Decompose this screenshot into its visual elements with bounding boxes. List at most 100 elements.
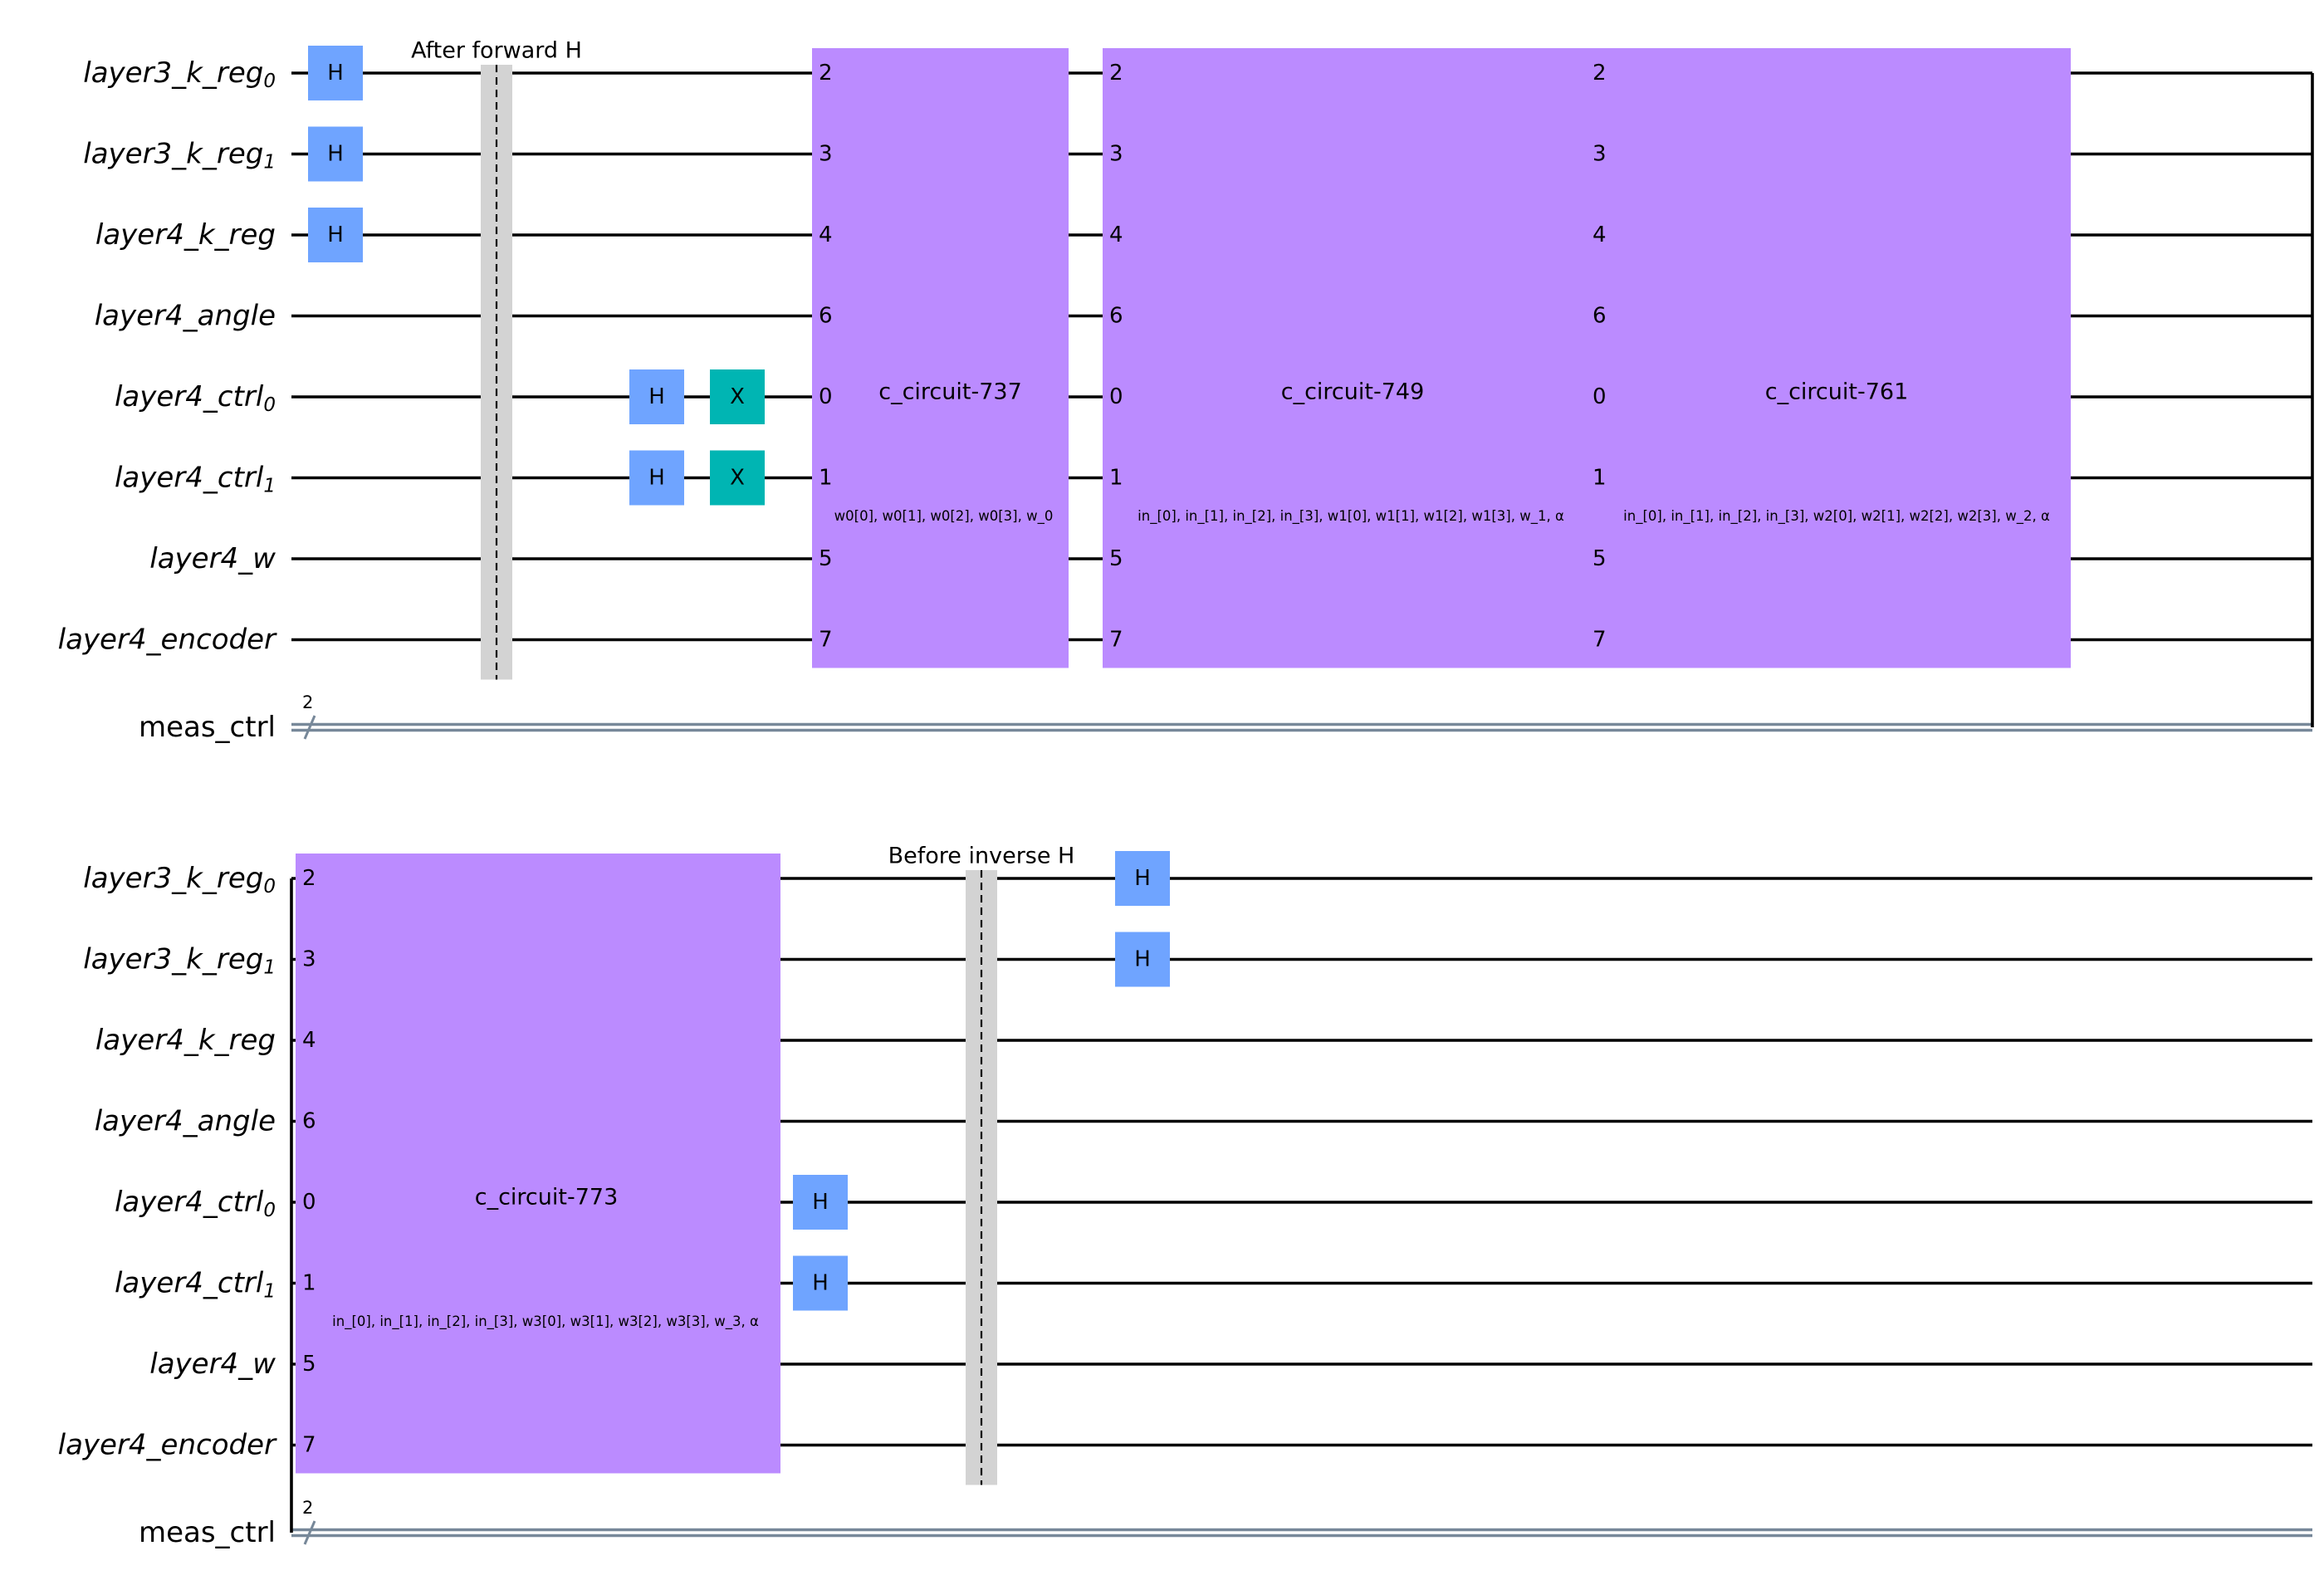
register-label-base: layer4_k_reg [95, 1024, 276, 1057]
pin-label: 7 [1109, 628, 1123, 653]
pin-label: 6 [1593, 304, 1607, 329]
pin-label: 2 [1593, 61, 1607, 86]
gate-body [1115, 851, 1170, 906]
register-label: layer4_ctrl0 [115, 1186, 276, 1221]
gate-label: H [327, 142, 344, 167]
pin-label: 1 [302, 1271, 316, 1296]
register-label-subscript: 1 [263, 1281, 276, 1303]
pin-label: 0 [302, 1190, 316, 1215]
pin-label: 6 [302, 1109, 316, 1134]
custom-gate-params: in_[0], in_[1], in_[2], in_[3], w1[0], w… [1138, 508, 1564, 525]
x-gate: X [710, 450, 765, 506]
gate-label: X [730, 466, 745, 491]
pin-label: 4 [1593, 223, 1607, 247]
bus-slash [303, 715, 316, 740]
custom-gate-name: c_circuit-773 [475, 1185, 619, 1211]
register-label-base: layer3_k_reg [83, 862, 263, 895]
gate-body [308, 126, 363, 182]
pin-label: 1 [1109, 466, 1123, 491]
pin-label: 2 [819, 61, 833, 86]
custom-gate-body [296, 854, 780, 1474]
register-label-subscript: 1 [263, 152, 276, 174]
pin-label: 4 [302, 1028, 316, 1053]
barrier-label: After forward H [411, 38, 582, 64]
pin-label: 5 [302, 1352, 316, 1377]
custom-gate-params: in_[0], in_[1], in_[2], in_[3], w3[0], w… [332, 1313, 759, 1330]
barrier: Before inverse H [888, 844, 1074, 1485]
pin-label: 2 [1109, 61, 1123, 86]
gate-label: H [812, 1190, 829, 1215]
pin-label: 5 [1593, 546, 1607, 571]
custom-gate-box: 2 3 4 6 0 1 5 7 c_circuit-761 in_[0], in_[1], in_… [1580, 48, 2071, 668]
x-gate: X [710, 369, 765, 424]
gate-body [629, 450, 684, 506]
register-label: layer4_k_reg [95, 218, 276, 252]
register-label: layer4_encoder [58, 1429, 277, 1462]
register-label-subscript: 1 [263, 957, 276, 979]
register-label: layer3_k_reg0 [83, 56, 276, 92]
pin-label: 7 [819, 628, 833, 653]
register-label-base: layer4_angle [95, 300, 276, 333]
pin-label: 5 [819, 546, 833, 571]
custom-gate-name: c_circuit-761 [1765, 379, 1909, 405]
gate-body [1115, 932, 1170, 987]
register-label: layer4_ctrl1 [115, 462, 276, 497]
custom-gate-name: c_circuit-749 [1281, 379, 1425, 405]
gate-body [710, 369, 765, 424]
h-gate: H [793, 1175, 848, 1230]
register-label: layer3_k_reg1 [83, 138, 276, 174]
pin-label: 1 [819, 466, 833, 491]
gate-body [793, 1255, 848, 1311]
custom-gate-name: c_circuit-737 [878, 379, 1022, 405]
register-label: layer3_k_reg0 [83, 862, 276, 898]
gate-label: X [730, 384, 745, 409]
register-label-base: layer3_k_reg [83, 138, 263, 171]
custom-gate-body [1580, 48, 2071, 668]
custom-gate-params: in_[0], in_[1], in_[2], in_[3], w2[0], w… [1623, 508, 2050, 525]
register-label: layer4_encoder [58, 624, 277, 657]
gate-body [629, 369, 684, 424]
register-label: layer4_angle [95, 1105, 276, 1138]
register-label: layer4_ctrl1 [115, 1267, 276, 1303]
pin-label: 2 [302, 866, 316, 891]
custom-gate-body [812, 48, 1069, 668]
custom-gate-params: w0[0], w0[1], w0[2], w0[3], w_0 [834, 508, 1054, 525]
gate-body [308, 46, 363, 100]
register-label-base: layer3_k_reg [83, 56, 263, 90]
register-label-base: layer4_ctrl [115, 462, 264, 495]
register-label-base: layer4_ctrl [115, 380, 264, 413]
bus-width-label: 2 [302, 692, 313, 712]
classical-register-label: meas_ctrl [139, 1516, 276, 1549]
pin-label: 3 [819, 142, 833, 167]
register-label-subscript: 1 [263, 476, 276, 497]
gate-label: H [1134, 866, 1151, 891]
gate-body [793, 1175, 848, 1230]
h-gate: H [793, 1255, 848, 1311]
pin-label: 1 [1593, 466, 1607, 491]
h-gate: H [308, 126, 363, 182]
pin-label: 4 [819, 223, 833, 247]
gate-label: H [327, 61, 344, 86]
h-gate: H [308, 208, 363, 262]
custom-gate-body [1103, 48, 1580, 668]
register-label-base: layer4_encoder [58, 1429, 277, 1462]
pin-label: 7 [302, 1433, 316, 1458]
register-label: layer4_w [149, 542, 276, 575]
register-label-base: layer4_angle [95, 1105, 276, 1138]
register-label: layer4_angle [95, 300, 276, 333]
classical-register-label: meas_ctrl [139, 711, 276, 744]
register-label: layer4_w [149, 1348, 276, 1381]
pin-label: 6 [819, 304, 833, 329]
bus-width-label: 2 [302, 1498, 313, 1518]
pin-label: 3 [1593, 142, 1607, 167]
pin-label: 3 [302, 947, 316, 972]
pin-label: 0 [1593, 384, 1607, 409]
register-label-base: layer4_w [149, 542, 276, 575]
h-gate: H [629, 450, 684, 506]
pin-label: 4 [1109, 223, 1123, 247]
barrier: After forward H [411, 38, 582, 680]
pin-label: 7 [1593, 628, 1607, 653]
